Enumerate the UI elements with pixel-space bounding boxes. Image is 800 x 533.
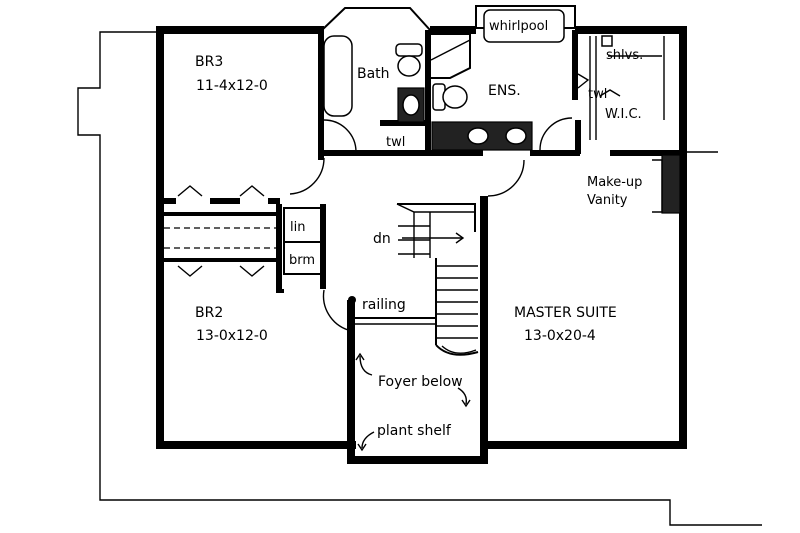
br2-name: BR2 [195,305,223,321]
bath-fixtures [323,35,425,123]
windows [210,29,684,461]
linen-label: lin [290,220,305,235]
bath-name: Bath [357,66,390,82]
railing-label: railing [362,297,406,313]
room-labels: BR3 11-4x12-0 BR2 13-0x12-0 MASTER SUITE… [195,48,643,439]
wic-shelves [589,35,681,214]
railing [348,296,436,325]
makeup-label-line2: Vanity [587,193,628,208]
down-label: dn [373,231,391,247]
whirlpool-label: whirlpool [489,19,548,34]
annotation-arrows [355,352,471,452]
bath-bay [318,7,431,156]
lower-floor-outline [77,31,762,526]
plant-shelf-label: plant shelf [377,423,452,439]
doors [177,73,621,331]
interior-walls [156,30,683,446]
wic-name: W.I.C. [605,107,642,122]
staircase [396,203,479,356]
master-size: 13-0x20-4 [524,328,596,344]
br2-size: 13-0x12-0 [196,328,268,344]
makeup-label-line1: Make-up [587,175,642,190]
broom-label: brm [289,253,315,268]
towel-wic-label: twl [588,87,607,102]
br3-name: BR3 [195,54,223,70]
br3-size: 11-4x12-0 [196,78,268,94]
ens-name: ENS. [488,83,521,99]
shelves-label: shlvs. [606,48,643,63]
ensuite-fixtures [430,33,533,151]
foyer-below-label: Foyer below [378,374,463,390]
whirlpool-bay: whirlpool [475,5,576,43]
towel-bath-label: twl [386,135,405,150]
master-name: MASTER SUITE [514,305,617,321]
